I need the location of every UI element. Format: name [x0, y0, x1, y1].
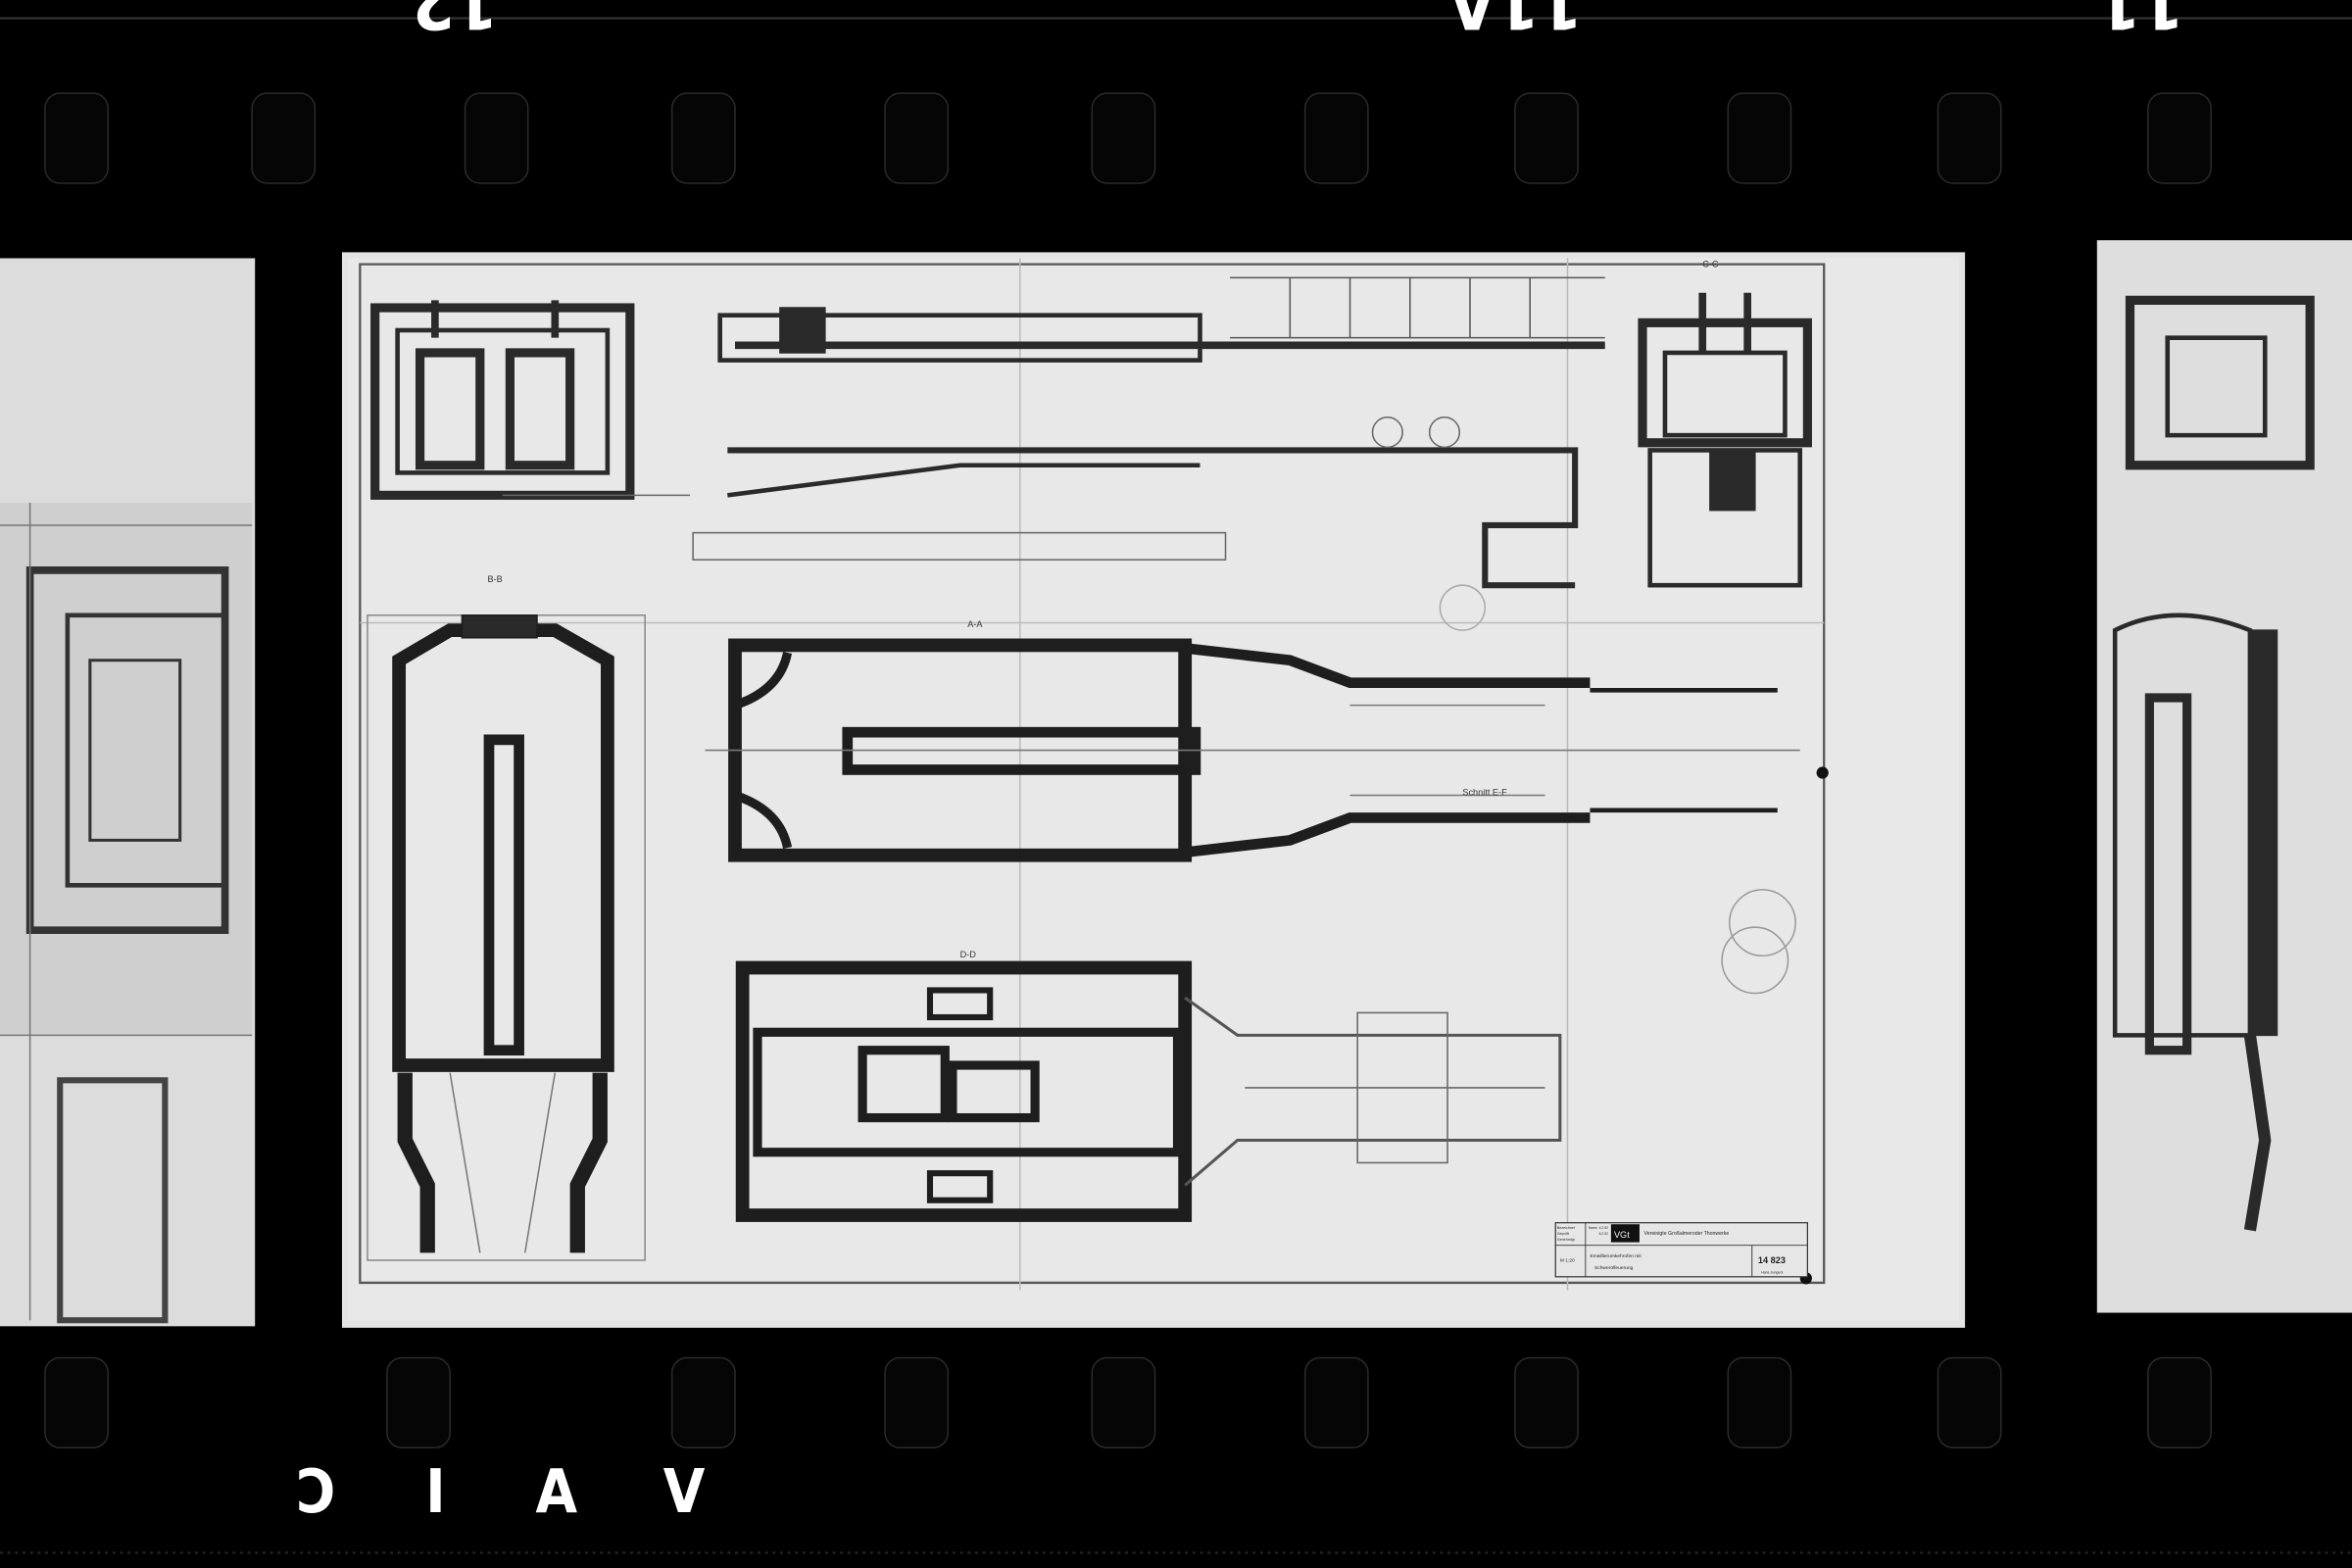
title-block-scale: M 1:20 [1560, 1258, 1575, 1264]
sprocket-holes-top [44, 92, 2212, 184]
title-block-title: Emaillierumkehrofen mit [1590, 1253, 1642, 1259]
title-block-signature: Hans Jungers [1761, 1271, 1784, 1275]
left-frame [0, 258, 256, 1327]
section-label: D-D [960, 950, 977, 959]
title-block-title: Schwerölfeuerung [1594, 1265, 1634, 1271]
title-block-date: 8.2.52 [1599, 1232, 1608, 1236]
film-edge-code: VAIC [206, 1457, 705, 1527]
title-block-role: Bezeichnet [1557, 1226, 1575, 1230]
section-label: C-C [1702, 260, 1719, 270]
vgt-logo: VGt [1614, 1230, 1630, 1240]
left-plan-section [367, 614, 646, 1261]
title-block-role: Genehmigt [1557, 1238, 1575, 1242]
title-block-name: Name [1589, 1226, 1597, 1230]
section-label: B-B [487, 574, 502, 584]
title-block-date: 4.2.52 [1599, 1226, 1608, 1230]
title-block-role: Geprüft [1557, 1232, 1569, 1236]
title-block: Bezeichnet Geprüft Genehmigt Name 4.2.52… [1554, 1222, 1808, 1278]
section-label: A-A [967, 619, 983, 629]
drawing-sheet: B-B A-A D-D C-C Schnitt E-F Bezeichnet G… [341, 252, 1966, 1328]
sprocket-holes-bottom [44, 1356, 2212, 1449]
title-block-drawing-number: 14 823 [1758, 1255, 1786, 1265]
frame-number-12: 12 [412, 0, 498, 43]
top-right-section [1638, 292, 1812, 588]
middle-plan-section [705, 638, 1800, 862]
frame-number-11a: 11A [1448, 0, 1583, 43]
top-long-section [692, 276, 1605, 589]
right-frame [2096, 240, 2352, 1313]
frame-number-11: 11 [2097, 0, 2183, 43]
title-block-company: Vereinigte Großalmeroder Thonwerke [1644, 1231, 1730, 1237]
bottom-plan-section [735, 584, 1796, 1222]
top-left-section [370, 300, 691, 500]
section-label: Schnitt E-F [1462, 787, 1507, 797]
